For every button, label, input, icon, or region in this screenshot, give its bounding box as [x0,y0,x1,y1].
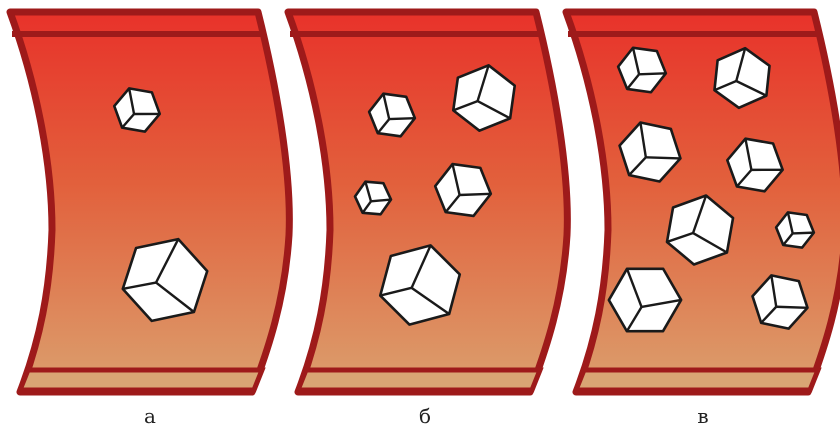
cube [618,121,682,183]
cube [112,87,162,133]
vessel-wall [284,8,571,396]
cube [616,46,668,94]
vessel-bottom-strip [16,367,266,393]
diagram [6,8,840,396]
cube [607,267,683,333]
vessel-bottom-strip [572,367,822,393]
panel-label-v: в [697,404,709,428]
cube [713,46,771,110]
cube [451,64,517,132]
cube [751,274,809,330]
vessel-wall [6,8,293,396]
tube-panel-b [284,8,571,396]
panel-label-b: б [418,404,432,428]
panel-label-a: а [144,404,156,428]
vessel-bottom-strip [294,367,544,393]
cube [121,237,209,323]
cube [726,137,784,193]
cube [353,180,393,216]
tube-panel-a [6,8,293,396]
cube [433,162,493,218]
tube-panel-v [562,8,840,396]
cube [665,194,735,266]
cube [774,211,816,249]
cube [378,244,462,326]
cube [367,92,417,138]
